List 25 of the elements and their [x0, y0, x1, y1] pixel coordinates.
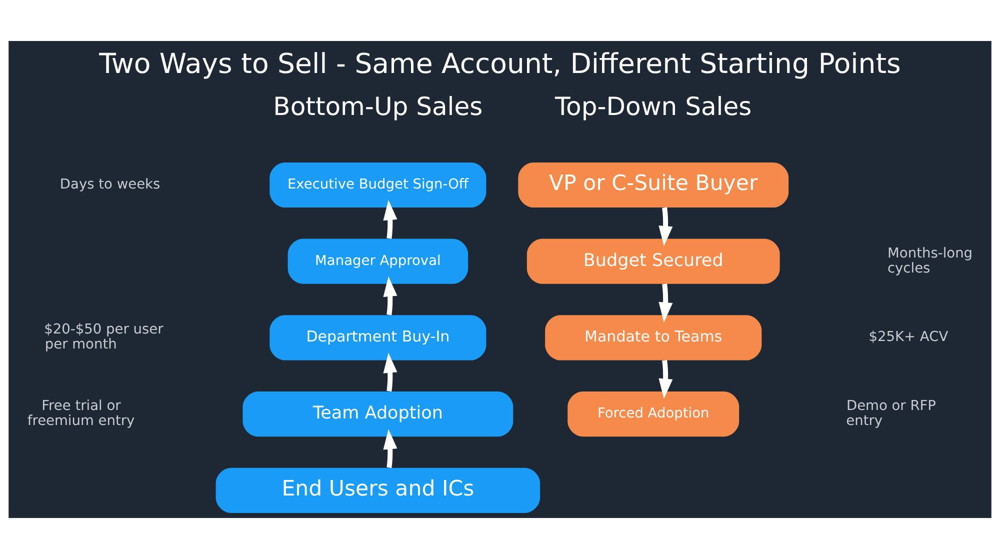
label: Demo or RFP entry [846, 398, 936, 429]
node-box: VP or C-Suite Buyer [518, 162, 789, 207]
label: Bottom-Up Sales [273, 91, 483, 120]
arrow [383, 276, 398, 315]
label: $20-$50 per user per month [44, 321, 164, 352]
node-box: Mandate to Teams [545, 314, 762, 360]
node-box: End Users and ICs [216, 467, 540, 512]
arrow [658, 206, 673, 246]
label: $25K+ ACV [868, 328, 948, 345]
node-box: Team Adoption [242, 391, 514, 436]
arrow [383, 200, 398, 238]
node-box: Department Buy-In [270, 314, 486, 360]
arrow [383, 428, 398, 468]
label: Top-Down Sales [555, 91, 752, 120]
arrow [383, 352, 398, 392]
arrow [658, 283, 673, 322]
node-box: Executive Budget Sign-Off [270, 162, 486, 207]
diagram-title: Two Ways to Sell - Same Account, Different Starting Points [99, 48, 901, 80]
label: Days to weeks [60, 176, 160, 192]
node-box: Forced Adoption [568, 391, 740, 436]
arrow [658, 360, 673, 398]
label: Free trial or freemium entry [27, 398, 135, 429]
node-box: Manager Approval [288, 238, 468, 284]
node-box: Budget Secured [526, 238, 780, 284]
label: Months-long cycles [887, 244, 973, 276]
